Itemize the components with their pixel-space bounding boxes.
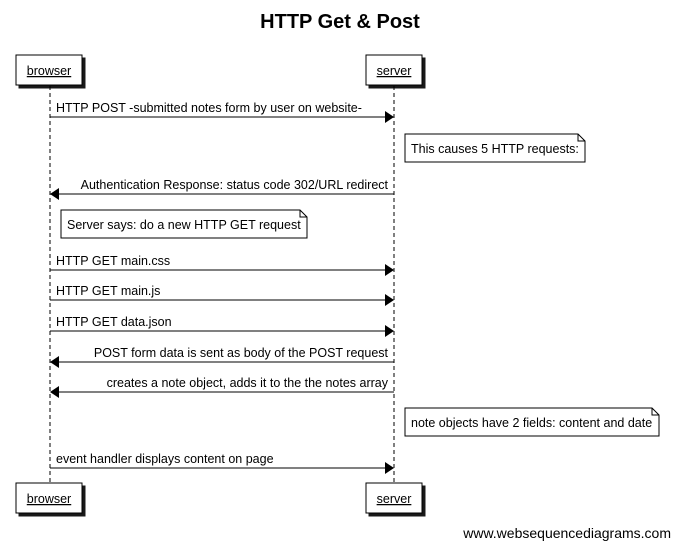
note-box [60,209,308,239]
message: HTTP GET data.json [50,315,394,337]
note-box [404,133,586,163]
arrowhead-icon [385,325,394,337]
diagram-title: HTTP Get & Post [260,11,420,33]
message-label: HTTP GET main.css [56,254,170,268]
message-label: HTTP GET main.js [56,284,160,298]
message: HTTP GET main.js [50,284,394,306]
message-label: POST form data is sent as body of the PO… [94,346,389,360]
arrowhead-icon [385,294,394,306]
message-label: Authentication Response: status code 302… [81,178,389,192]
arrowhead-icon [50,356,59,368]
message: POST form data is sent as body of the PO… [50,346,394,368]
note-text: This causes 5 HTTP requests: [411,142,579,156]
actor-browser-label: browser [27,492,71,506]
message: Authentication Response: status code 302… [50,178,394,200]
arrowhead-icon [385,264,394,276]
actor-browser-top: browser [15,54,83,86]
arrowhead-icon [50,188,59,200]
actor-server-bottom: server [365,482,423,514]
message-label: creates a note object, adds it to the th… [107,376,389,390]
actor-server-label: server [377,492,412,506]
actor-browser-bottom: browser [15,482,83,514]
arrowhead-icon [50,386,59,398]
arrowhead-icon [385,462,394,474]
message: HTTP POST -submitted notes form by user … [50,101,394,123]
note-box [404,407,660,437]
note: Server says: do a new HTTP GET request [60,209,308,239]
message-label: event handler displays content on page [56,452,274,466]
message: creates a note object, adds it to the th… [50,376,394,398]
note: note objects have 2 fields: content and … [404,407,660,437]
note-fold [651,408,659,416]
footer-watermark: www.websequencediagrams.com [462,525,671,541]
message-label: HTTP GET data.json [56,315,172,329]
message-label: HTTP POST -submitted notes form by user … [56,101,362,115]
arrowhead-icon [385,111,394,123]
message: event handler displays content on page [50,452,394,474]
actor-server-label: server [377,64,412,78]
note-text: Server says: do a new HTTP GET request [67,218,301,232]
actor-server-top: server [365,54,423,86]
note-text: note objects have 2 fields: content and … [411,416,652,430]
note-fold [299,210,307,218]
actor-browser-label: browser [27,64,71,78]
message: HTTP GET main.css [50,254,394,276]
note-fold [577,134,585,142]
messages: HTTP POST -submitted notes form by user … [50,101,660,474]
note: This causes 5 HTTP requests: [404,133,586,163]
